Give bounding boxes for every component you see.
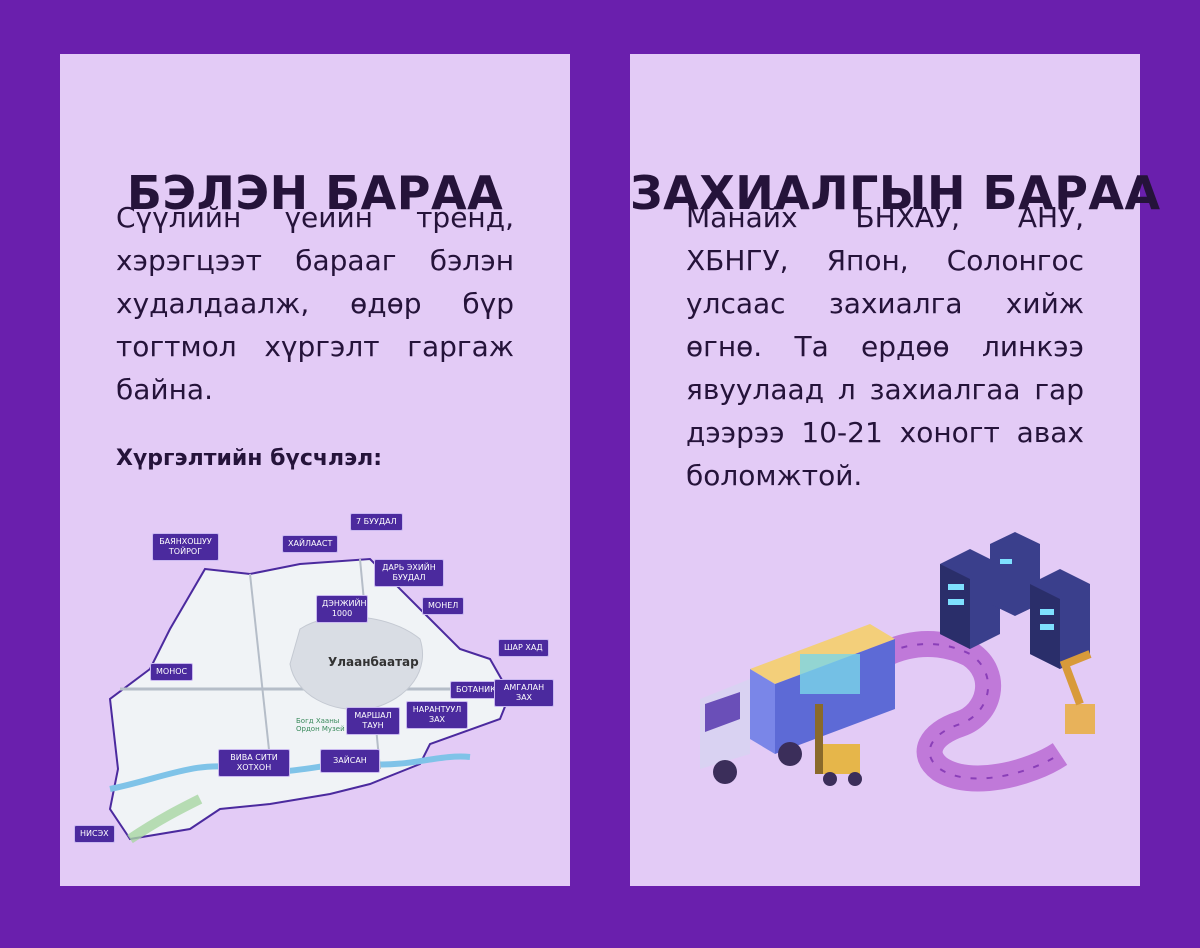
pin-7-buudal[interactable]: 7 БУУДАЛ [350,513,403,531]
river [109,753,471,792]
pin-monel[interactable]: МОНЕЛ [422,597,465,615]
pin-zaisan[interactable]: ЗАЙСАН [320,749,380,773]
delivery-map: Улаанбаатар Богд Хааны Ордон Музей БАЯНХ… [70,509,570,864]
museum-label: Богд Хааны Ордон Музей [296,717,345,733]
order-goods-card: ЗАХИАЛГЫН БАРАА Манайх БНХАУ, АНУ, ХБНГУ… [630,54,1161,886]
pin-dari-ekh[interactable]: ДАРЬ ЭХИЙН БУУДАЛ [374,559,444,587]
pin-khailaast[interactable]: ХАЙЛААСТ [282,535,339,553]
delivery-coverage-label: Хүргэлтийн бүсчлэл: [116,446,383,471]
order-goods-title: ЗАХИАЛГЫН БАРАА [630,166,1161,220]
pin-denjiin-1000[interactable]: ДЭНЖИЙН 1000 [316,595,368,623]
logistics-illustration [700,532,1095,792]
ready-goods-card: БЭЛЭН БАРАА Сүүлийн үеийн тренд, хэрэгцэ… [60,54,570,886]
ready-goods-description: Сүүлийн үеийн тренд, хэрэгцээт барааг бэ… [116,201,514,406]
city-label: Улаанбаатар [328,655,419,669]
pin-shar-khad[interactable]: ШАР ХАД [498,639,549,657]
pin-narantuul[interactable]: НАРАНТУУЛ ЗАХ [406,701,468,729]
truck-icon [700,624,895,784]
forklift-icon [815,704,862,786]
robot-arm-icon [1059,650,1095,734]
pin-amgalan[interactable]: АМГАЛАН ЗАХ [494,679,554,707]
pin-botanik[interactable]: БОТАНИК [450,681,502,699]
ready-goods-title: БЭЛЭН БАРАА [126,166,504,220]
pin-monos[interactable]: МОНОС [150,663,194,681]
pin-nisekh[interactable]: НИСЭХ [74,825,115,843]
order-goods-description: Манайх БНХАУ, АНУ, ХБНГУ, Япон, Солонгос… [686,201,1084,492]
pin-marshal[interactable]: МАРШАЛ ТАУН [346,707,400,735]
pin-viva-city[interactable]: ВИВА СИТИ ХОТХОН [218,749,290,777]
map-graphic [108,557,512,844]
pin-bayankhoshuu[interactable]: БАЯНХОШУУ ТОЙРОГ [152,533,219,561]
server-racks [940,532,1090,669]
